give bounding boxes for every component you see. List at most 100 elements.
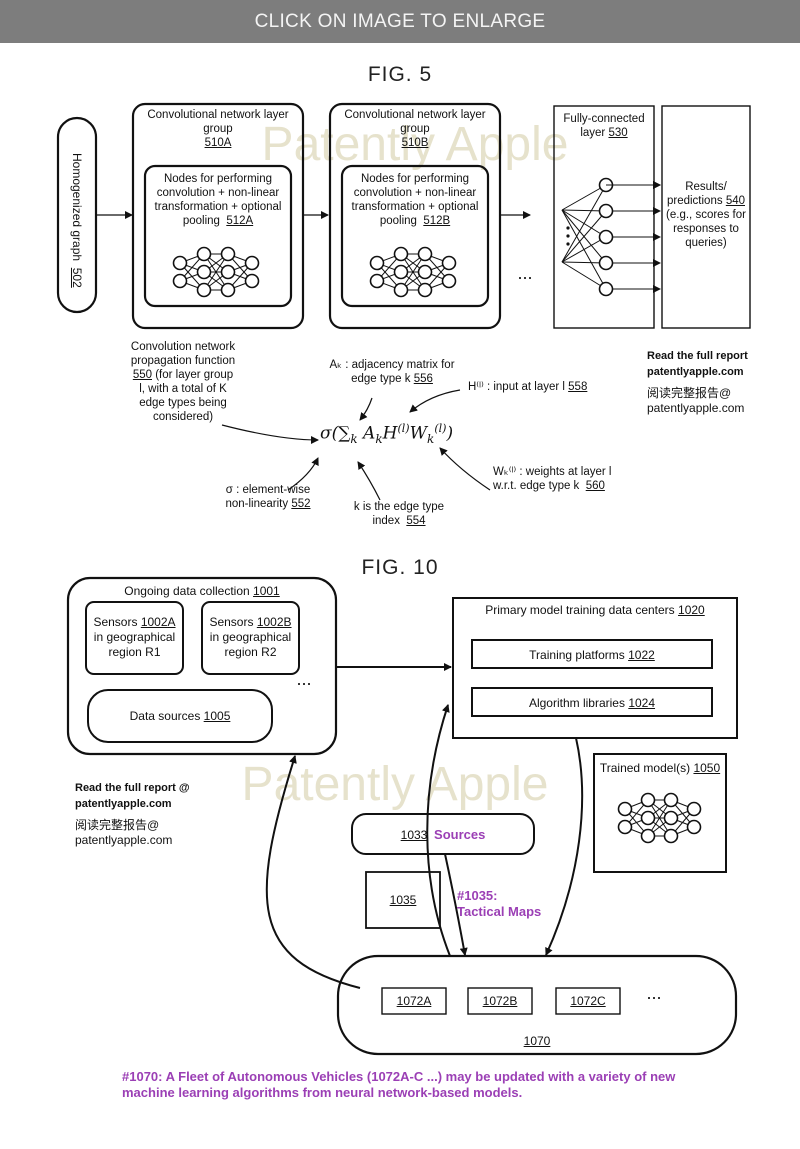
arrow-sources-to-fleet [444, 853, 468, 956]
algorithm-libraries-label: Algorithm libraries 1024 [472, 696, 712, 710]
adj-line2: edge type k [351, 373, 411, 385]
nn-node [220, 264, 236, 280]
nn-node [369, 273, 385, 289]
algorithm-libraries-box [471, 687, 713, 717]
nodes-512b-label: Nodes for performing convolution + non-l… [342, 172, 488, 228]
w-line1: Wₖ⁽ˡ⁾ : weights at layer l [493, 466, 612, 478]
nn-node [417, 246, 433, 262]
nn-node [196, 264, 212, 280]
fc-dot [566, 234, 570, 238]
edge-index-label: k is the edge type index 554 [345, 500, 453, 528]
results-line5: queries) [685, 237, 727, 249]
watermark-fig5: Patently Apple [262, 118, 569, 171]
data-sources-label: Data sources 1005 [88, 709, 272, 723]
fleet-1070-box [336, 954, 738, 1056]
trained-models-ref: 1050 [693, 761, 721, 775]
arrow-550 [221, 424, 319, 444]
fc-node [598, 229, 614, 245]
nn-node [393, 246, 409, 262]
vehicle-1072c-label: 1072C [570, 994, 606, 1008]
nn-node [417, 282, 433, 298]
input-h-label: H⁽ˡ⁾ : input at layer l 558 [468, 380, 598, 394]
prop-line4: l, with a total of K [139, 383, 227, 395]
layer-group-510b [328, 102, 502, 330]
top-banner[interactable]: CLICK ON IMAGE TO ENLARGE [0, 0, 800, 43]
adj-line1: Aₖ : adjacency matrix for [329, 359, 455, 371]
banner-text: CLICK ON IMAGE TO ENLARGE [254, 10, 546, 32]
side-note-1: Read the full report patentlyapple.com 阅… [647, 348, 797, 416]
collection-ellipsis: ... [296, 669, 312, 689]
fc-title-line1: Fully-connected [563, 113, 645, 125]
training-platforms-text: Training platforms [529, 648, 625, 662]
nn-node [393, 264, 409, 280]
fig5-ellipsis: ... [517, 263, 533, 283]
sensors-1002a-box [85, 601, 184, 675]
nn-node [686, 801, 702, 817]
side-note-2-line4: patentlyapple.com [75, 833, 173, 847]
prop-line1: Convolution network [130, 341, 236, 353]
nodes-512a-label: Nodes for performing convolution + non-l… [145, 172, 291, 228]
prop-line5: edge types being [139, 397, 227, 409]
side-note-2-line2: patentlyapple.com [75, 798, 172, 810]
trained-models-label: Trained model(s) 1050 [594, 761, 726, 775]
sensors-1002b-box [201, 601, 300, 675]
primary-title-text: Primary model training data centers [485, 603, 675, 617]
nn-node [393, 282, 409, 298]
fig10-title: FIG. 10 [361, 556, 439, 579]
box-1035-label: 1035 [389, 893, 417, 907]
fc-node [598, 203, 614, 219]
fc-edge [561, 210, 607, 263]
results-line4: responses to [673, 223, 739, 235]
prop-line6: considered) [152, 411, 214, 423]
side-note-2-line1: Read the full report @ [75, 782, 190, 794]
fleet-1070-label: 1070 [523, 1034, 551, 1048]
training-platforms-box [471, 639, 713, 669]
k-line2: index [372, 515, 400, 527]
nn-node [172, 273, 188, 289]
h-ref: 558 [568, 381, 588, 393]
nn-node [640, 828, 656, 844]
fc-edge [561, 236, 607, 263]
watermark-fig10: Patently Apple [242, 758, 549, 811]
nodes-512b-line3: transformation + optional [351, 201, 479, 213]
sensors-a-ref: 1002A [140, 615, 176, 629]
nn-node [441, 255, 457, 271]
sensors-a-line2: in geographical [93, 630, 176, 644]
side-note-1-line4: patentlyapple.com [647, 401, 745, 415]
fc-edge [561, 184, 607, 263]
fully-connected-box [553, 105, 655, 329]
nn-node [617, 801, 633, 817]
homogenized-graph-ref: 502 [70, 267, 84, 288]
nodes-512a-line2: convolution + non-linear [156, 187, 280, 199]
nn-node [417, 264, 433, 280]
nodes-512b-ref: 512B [423, 215, 451, 227]
fc-ref: 530 [608, 127, 628, 139]
sigma-line2: non-linearity [225, 498, 289, 510]
w-line2: w.r.t. edge type k [493, 480, 580, 492]
nodes-512a-ref: 512A [226, 215, 254, 227]
arrow-fleet-to-training [426, 704, 451, 957]
collection-title-text: Ongoing data collection [124, 584, 250, 598]
sigma-ref: 552 [291, 498, 311, 510]
tactical-line1: #1035: [457, 888, 498, 903]
box-1035 [365, 871, 441, 929]
nodes-512a-line1: Nodes for performing [163, 173, 273, 185]
sigma-line1: σ : element-wise [225, 484, 311, 496]
results-box [661, 105, 751, 329]
nn-node [617, 819, 633, 835]
primary-training-title: Primary model training data centers 1020 [453, 603, 737, 617]
side-note-2-line3: 阅读完整报告@ [75, 818, 160, 832]
arrow-560 [439, 447, 491, 491]
fc-dot [566, 242, 570, 246]
vehicle-1072b-box [467, 987, 533, 1015]
tactical-maps-note: #1035:Tactical Maps [457, 888, 577, 920]
group-510b-title-text: Convolutional network layer group [344, 109, 486, 135]
nn-node [640, 792, 656, 808]
vehicle-1072c-box [555, 987, 621, 1015]
nodes-512a-line3: transformation + optional [154, 201, 282, 213]
fc-edge [561, 261, 607, 290]
neural-net-512a-icon [172, 246, 260, 298]
nn-node [244, 273, 260, 289]
